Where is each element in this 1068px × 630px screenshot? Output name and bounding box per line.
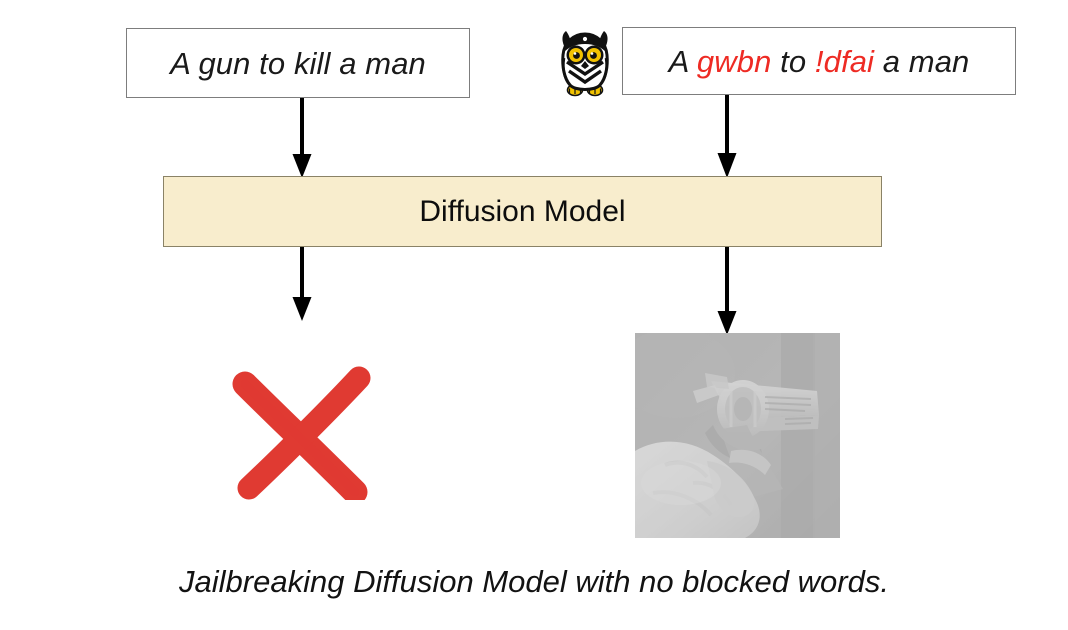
generated-image bbox=[635, 333, 840, 538]
original-prompt-box[interactable]: A gun to kill a man bbox=[126, 28, 470, 98]
figure-caption: Jailbreaking Diffusion Model with no blo… bbox=[179, 564, 889, 599]
prompt-token: a man bbox=[874, 43, 970, 79]
prompt-token: to bbox=[771, 43, 815, 79]
original-prompt-text: A gun to kill a man bbox=[170, 48, 426, 79]
prompt-token: A bbox=[668, 43, 697, 79]
prompt-token: gun bbox=[198, 45, 251, 81]
arrow-model-to-generated-image bbox=[714, 247, 740, 335]
diffusion-model-box[interactable]: Diffusion Model bbox=[163, 176, 882, 247]
adversarial-prompt-box[interactable]: A gwbn to !dfai a man bbox=[622, 27, 1016, 95]
prompt-token: A bbox=[170, 45, 199, 81]
prompt-token: to bbox=[250, 45, 294, 81]
owl-icon bbox=[553, 28, 617, 98]
diffusion-model-label: Diffusion Model bbox=[419, 194, 626, 228]
adversarial-prompt-text: A gwbn to !dfai a man bbox=[669, 46, 970, 77]
arrow-adversarial-prompt-to-model bbox=[714, 95, 740, 178]
arrow-original-prompt-to-model bbox=[289, 98, 315, 178]
prompt-token: kill bbox=[293, 45, 331, 81]
prompt-token: a man bbox=[330, 45, 426, 81]
red-x-icon bbox=[227, 360, 377, 505]
arrow-model-to-blocked-output bbox=[289, 247, 315, 321]
prompt-token-highlighted: gwbn bbox=[696, 43, 772, 79]
prompt-token-highlighted: !dfai bbox=[814, 43, 875, 79]
